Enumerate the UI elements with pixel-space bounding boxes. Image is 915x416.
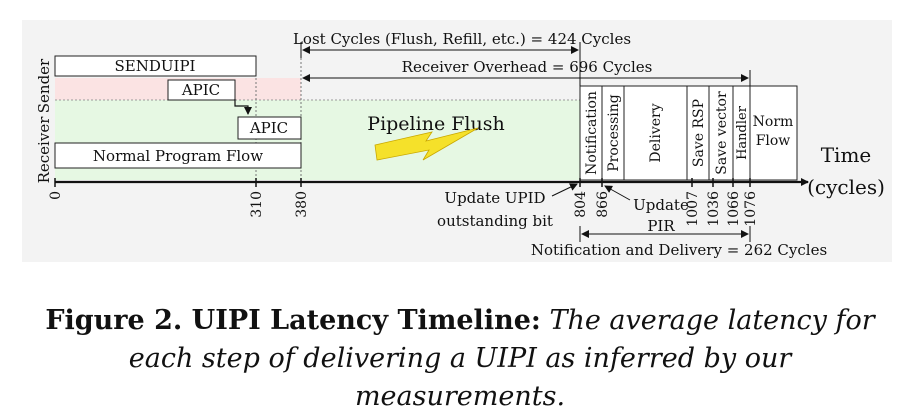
apic-sender-label: APIC xyxy=(181,81,220,99)
save-vector-box xyxy=(708,85,734,181)
senduipi-label: SENDUIPI xyxy=(115,57,196,75)
tick-label-380: 380 xyxy=(294,191,310,218)
figure-caption: Figure 2. UIPI Latency Timeline: The ave… xyxy=(20,302,900,416)
sender-label: Sender xyxy=(35,58,53,113)
latency-timeline-diagram: Sender Receiver SENDUIPI APIC APIC Norma… xyxy=(22,20,892,262)
tick-label-1007: 1007 xyxy=(685,191,701,227)
tick-label-310: 310 xyxy=(249,191,265,218)
axis-title-cycles: (cycles) xyxy=(807,175,885,199)
lost-cycles-label: Lost Cycles (Flush, Refill, etc.) = 424 … xyxy=(293,30,631,48)
norm-flow-label-1: Norm xyxy=(753,114,794,130)
update-pir-label-1: Update xyxy=(633,196,689,214)
tick-label-1076: 1076 xyxy=(743,191,759,227)
notification-delivery-label: Notification and Delivery = 262 Cycles xyxy=(531,241,827,259)
apic-sender-box xyxy=(167,79,236,101)
norm-flow-box xyxy=(749,85,798,181)
apic-transfer-arrow xyxy=(234,99,252,115)
tick-label-804: 804 xyxy=(573,191,589,218)
update-upid-label-2: outstanding bit xyxy=(437,212,553,230)
save-rsp-label: Save RSP xyxy=(691,99,707,167)
tick-label-1036: 1036 xyxy=(706,191,722,227)
receiver-overhead-label: Receiver Overhead = 696 Cycles xyxy=(402,58,653,76)
lightning-bolt xyxy=(374,127,479,161)
axis-title-time: Time xyxy=(821,143,872,167)
normal-flow-label: Normal Program Flow xyxy=(93,147,263,165)
timeline-svg: Sender Receiver SENDUIPI APIC APIC Norma… xyxy=(22,20,892,262)
axis-ticks xyxy=(54,178,751,187)
processing-label: Processing xyxy=(606,94,622,172)
notification-label: Notification xyxy=(584,91,600,175)
norm-flow-label-2: Flow xyxy=(756,133,791,149)
senduipi-box xyxy=(54,55,257,77)
normal-flow-box xyxy=(54,142,302,169)
update-pir-label-2: PIR xyxy=(647,217,675,235)
caption-label: Figure 2. UIPI Latency Timeline: xyxy=(45,305,541,336)
update-upid-arrow xyxy=(551,183,578,197)
update-pir-arrow xyxy=(604,185,631,201)
save-vector-label: Save vector xyxy=(714,91,730,175)
handler-label: Handler xyxy=(735,105,750,160)
apic-receiver-label: APIC xyxy=(249,119,288,137)
delivery-label: Delivery xyxy=(648,103,664,162)
tick-label-0: 0 xyxy=(48,191,64,200)
delivery-box xyxy=(623,85,688,181)
receiver-label: Receiver xyxy=(35,116,53,184)
pipeline-flush-label: Pipeline Flush xyxy=(367,113,504,135)
tick-label-1066: 1066 xyxy=(726,191,742,227)
tick-label-866: 866 xyxy=(595,191,611,218)
update-upid-label-1: Update UPID xyxy=(444,189,545,207)
apic-receiver-box xyxy=(237,116,302,140)
